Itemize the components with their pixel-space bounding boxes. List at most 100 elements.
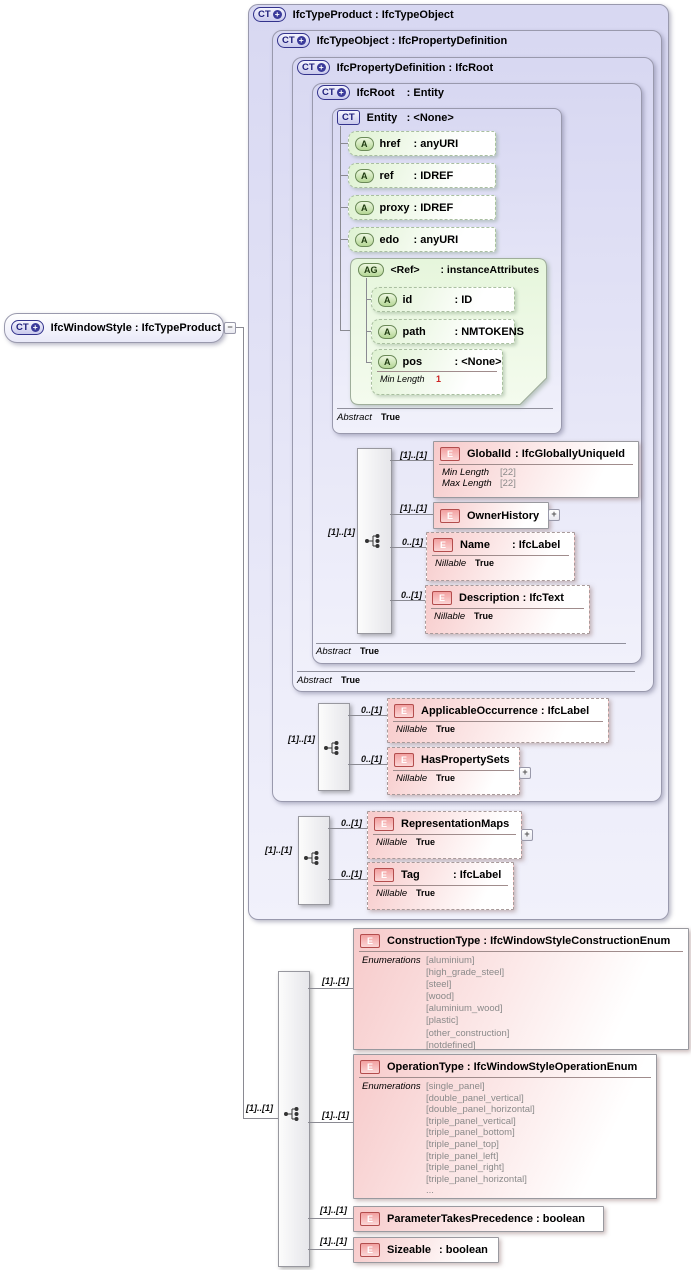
element-badge: E xyxy=(360,934,380,948)
attribute-proxy[interactable]: A proxy: IDREF xyxy=(348,195,496,220)
attribute-ref[interactable]: A ref: IDREF xyxy=(348,163,496,188)
header-label: IfcRoot: Entity xyxy=(356,86,444,99)
attribute-path[interactable]: A path: NMTOKENS xyxy=(371,319,524,344)
header-ifcwindowstyle: CT+ IfcWindowStyle : IfcTypeProduct xyxy=(11,320,221,335)
attribute-badge: A xyxy=(378,324,397,339)
element-label: OwnerHistory xyxy=(467,509,540,522)
attribute-edo[interactable]: A edo: anyURI xyxy=(348,227,496,252)
header-ifctypeobject: CT+ IfcTypeObject : IfcPropertyDefinitio… xyxy=(277,33,507,48)
connector-line xyxy=(340,239,348,240)
attribute-badge: A xyxy=(378,355,397,369)
element-label: Name: IfcLabel xyxy=(460,539,561,551)
divider xyxy=(297,671,635,672)
expand-button[interactable]: + xyxy=(548,509,560,521)
plus-icon: + xyxy=(316,63,326,72)
attribute-badge: A xyxy=(355,136,374,151)
element-sizeable[interactable]: E Sizeable: boolean xyxy=(353,1237,499,1263)
attribute-href[interactable]: A href: anyURI xyxy=(348,131,496,156)
divider xyxy=(431,608,584,609)
element-header: E ApplicableOccurrence : IfcLabel xyxy=(388,699,608,721)
facet-max-length: Max Length[22] xyxy=(442,478,516,489)
attribute-label: proxy: IDREF xyxy=(379,201,454,214)
sequence-group[interactable] xyxy=(318,703,350,791)
cardinality-label: 0..[1] xyxy=(361,754,383,764)
sequence-group[interactable] xyxy=(298,816,330,905)
cardinality-label: 0..[1] xyxy=(341,869,363,879)
header-label: IfcPropertyDefinition : IfcRoot xyxy=(336,61,494,74)
element-badge: E xyxy=(433,538,453,552)
cardinality-label: [1]..[1] xyxy=(328,527,355,537)
cardinality-label: [1]..[1] xyxy=(320,1236,347,1246)
sequence-icon xyxy=(304,851,319,865)
facet-min-length: Min Length[22] xyxy=(442,467,516,478)
header-label: IfcWindowStyle : IfcTypeProduct xyxy=(50,321,221,334)
connector-line xyxy=(348,764,387,765)
complextype-badge: CT+ xyxy=(11,320,44,335)
sequence-group[interactable] xyxy=(357,448,392,634)
complextype-badge: CT+ xyxy=(277,33,310,48)
attribute-group-label: <Ref>: instanceAttributes xyxy=(390,264,540,276)
element-applicableoccurrence[interactable]: E ApplicableOccurrence : IfcLabel Nillab… xyxy=(387,698,609,743)
element-badge: E xyxy=(360,1243,380,1257)
element-label: OperationType : IfcWindowStyleOperationE… xyxy=(387,1061,638,1073)
sequence-icon xyxy=(284,1107,299,1121)
connector-line xyxy=(243,1118,278,1119)
expand-button[interactable]: + xyxy=(519,767,531,779)
element-badge: E xyxy=(374,868,394,882)
divider xyxy=(377,371,497,372)
cardinality-label: [1]..[1] xyxy=(246,1103,273,1113)
divider xyxy=(373,885,508,886)
connector-line xyxy=(366,299,371,300)
sequence-icon xyxy=(365,534,380,548)
root-node-ifcwindowstyle[interactable] xyxy=(4,313,224,343)
cardinality-label: [1]..[1] xyxy=(400,503,427,513)
attribute-group-header: AG <Ref>: instanceAttributes xyxy=(358,263,539,277)
element-badge: E xyxy=(360,1212,380,1226)
header-label: IfcTypeProduct : IfcTypeObject xyxy=(292,8,454,21)
element-badge: E xyxy=(440,508,460,523)
connector-line xyxy=(366,362,371,363)
complextype-badge: CT+ xyxy=(297,60,330,75)
element-label: Tag: IfcLabel xyxy=(401,869,502,881)
collapse-button[interactable]: − xyxy=(224,322,236,334)
connector-line xyxy=(340,330,350,331)
element-operationtype[interactable]: E OperationType : IfcWindowStyleOperatio… xyxy=(353,1054,657,1199)
element-constructiontype[interactable]: E ConstructionType : IfcWindowStyleConst… xyxy=(353,928,689,1051)
header-label: Entity: <None> xyxy=(366,111,454,124)
cardinality-label: [1]..[1] xyxy=(400,450,427,460)
attribute-badge: A xyxy=(355,168,374,183)
element-globalid[interactable]: E GlobalId: IfcGloballyUniqueId Min Leng… xyxy=(433,441,639,498)
header-ifcpropertydefinition: CT+ IfcPropertyDefinition : IfcRoot xyxy=(297,60,493,75)
connector-line xyxy=(308,1122,353,1123)
connector-line xyxy=(328,828,367,829)
header-ifcroot: CT+ IfcRoot: Entity xyxy=(317,85,444,100)
element-ownerhistory[interactable]: E OwnerHistory xyxy=(433,502,549,529)
element-badge: E xyxy=(440,447,460,461)
element-badge: E xyxy=(394,753,414,767)
attribute-pos[interactable]: A pos: <None> Min Length 1 xyxy=(371,349,503,395)
plus-icon: + xyxy=(272,10,282,19)
enumeration-values: [single_panel] [double_panel_vertical] [… xyxy=(426,1081,535,1197)
element-parametertakesprecedence[interactable]: E ParameterTakesPrecedence : boolean xyxy=(353,1206,604,1232)
element-badge: E xyxy=(374,817,394,831)
element-header: E Sizeable: boolean xyxy=(354,1238,498,1262)
attribute-id[interactable]: A id: ID xyxy=(371,287,515,312)
expand-button[interactable]: + xyxy=(521,829,533,841)
element-header: E OperationType : IfcWindowStyleOperatio… xyxy=(354,1055,656,1077)
connector-line xyxy=(308,988,353,989)
attribute-group-badge: AG xyxy=(358,263,384,277)
complextype-badge: CT xyxy=(337,110,360,125)
header-ifctypeproduct: CT+ IfcTypeProduct : IfcTypeObject xyxy=(253,7,454,22)
connector-line xyxy=(243,327,244,1118)
cardinality-label: 0..[1] xyxy=(401,590,423,600)
element-header: E ConstructionType : IfcWindowStyleConst… xyxy=(354,929,688,951)
attribute-badge: A xyxy=(355,232,374,247)
